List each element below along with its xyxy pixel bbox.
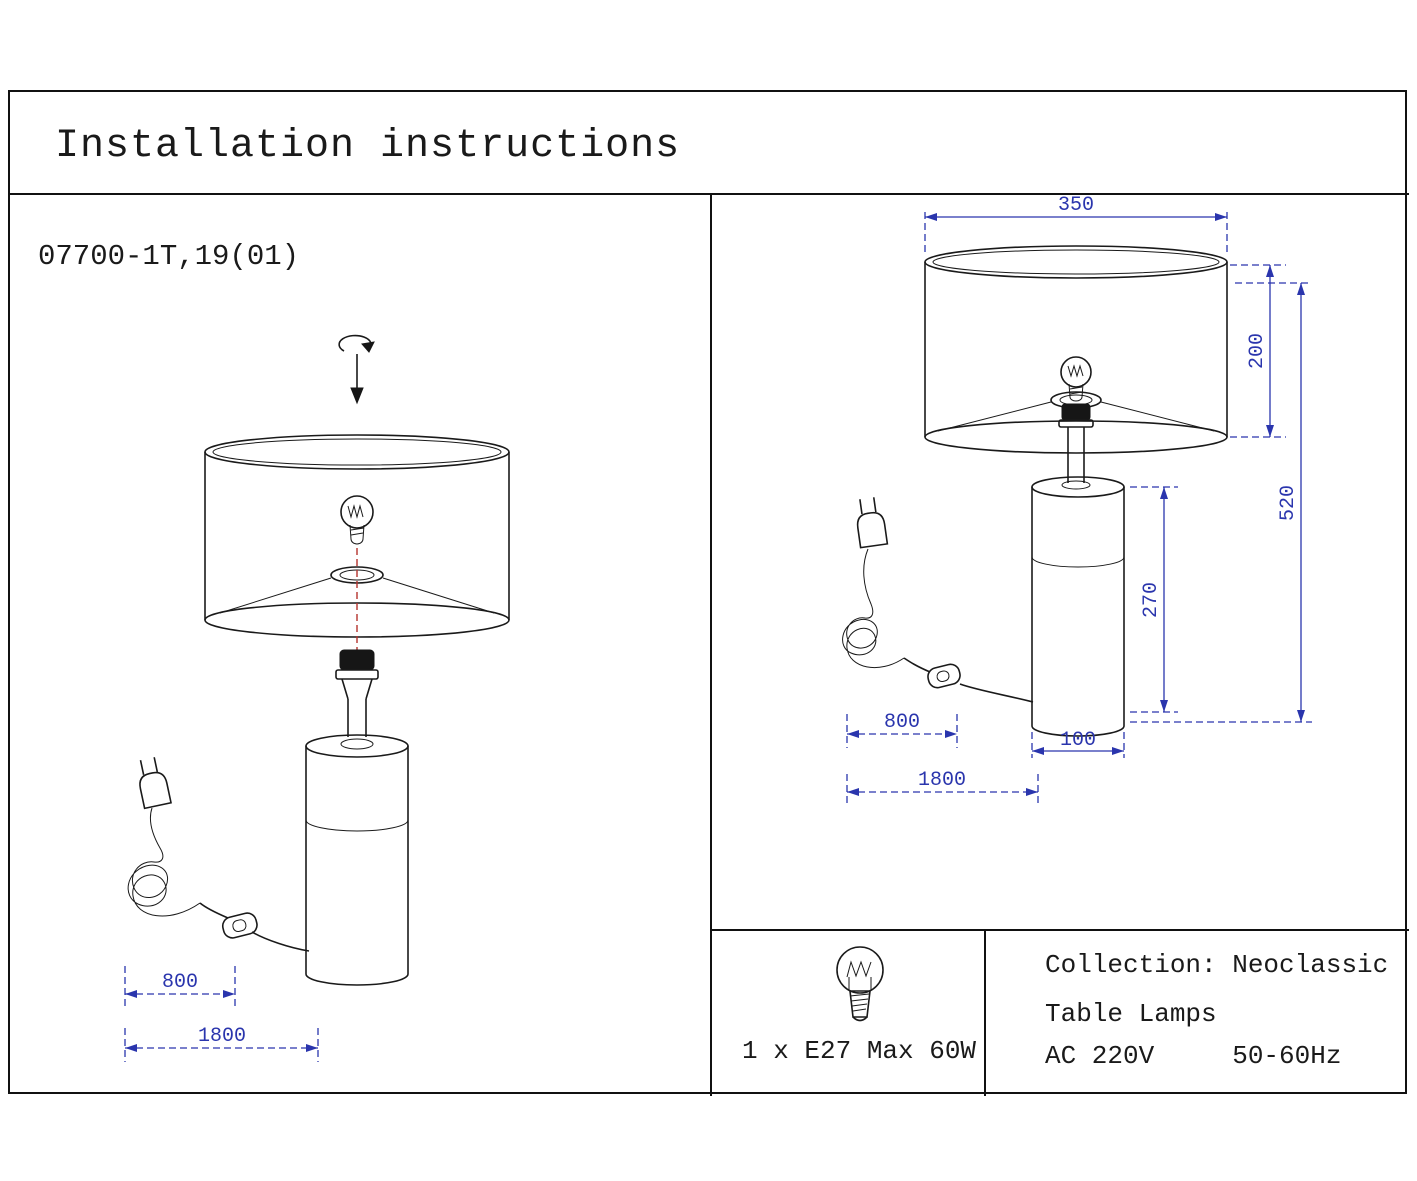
bulb-icon: [836, 946, 884, 1022]
page-title: Installation instructions: [55, 124, 681, 169]
dim-label-350: 350: [1058, 194, 1094, 217]
spec-box-top-rule: [710, 929, 1409, 931]
dimension-shade-diameter: 350: [924, 194, 1228, 252]
power-plug-icon: [856, 497, 889, 549]
collection-label: Collection: Neoclassic: [1045, 950, 1389, 980]
title-underline: [8, 193, 1409, 195]
power-cord: [842, 548, 1034, 703]
bulb-spec: 1 x E27 Max 60W: [742, 1036, 977, 1066]
inline-switch: [221, 912, 258, 939]
lamp-shade: [924, 245, 1228, 454]
dim-label-800: 800: [162, 971, 198, 994]
dim-label-1800: 1800: [198, 1025, 246, 1048]
dim-label-800: 800: [884, 711, 920, 734]
power-plug-icon: [139, 757, 172, 810]
dim-label-200: 200: [1246, 333, 1269, 369]
exploded-view-diagram: 800 1800: [124, 334, 510, 1062]
spec-box-divider: [984, 929, 986, 1096]
dim-label-100: 100: [1060, 729, 1096, 752]
panel-divider: [710, 193, 712, 1096]
dim-label-270: 270: [1140, 582, 1163, 618]
rotate-insert-arrow-icon: [338, 334, 375, 405]
lamp-socket: [335, 649, 379, 737]
dim-label-520: 520: [1277, 485, 1300, 521]
lamp-socket: [1058, 403, 1094, 483]
power-cord: [127, 807, 310, 952]
dimension-total-height: 520: [1130, 282, 1312, 723]
model-number: 07700-1T,19(01): [38, 240, 300, 273]
dimension-base-diameter: 100: [1031, 729, 1125, 758]
dimension-cord-total: 1800: [846, 769, 1039, 806]
category-label: Table Lamps: [1045, 999, 1217, 1029]
light-bulb: [340, 495, 374, 545]
dimension-cord-total: 1800: [124, 1025, 319, 1062]
dimension-cord-to-switch: 800: [846, 711, 958, 748]
power-label: AC 220V 50-60Hz: [1045, 1041, 1342, 1071]
dimensioned-view-diagram: 350 200 520 270 100: [842, 194, 1312, 806]
dim-label-1800: 1800: [918, 769, 966, 792]
light-bulb: [1060, 356, 1092, 402]
inline-switch: [927, 663, 961, 689]
lamp-base: [305, 734, 409, 986]
lamp-base: [1031, 476, 1125, 737]
sheet-border: [8, 90, 1407, 1094]
dimension-shade-height: 200: [1230, 264, 1286, 438]
dimension-cord-to-switch: 800: [124, 966, 236, 1006]
dimension-base-height: 270: [1130, 486, 1178, 713]
